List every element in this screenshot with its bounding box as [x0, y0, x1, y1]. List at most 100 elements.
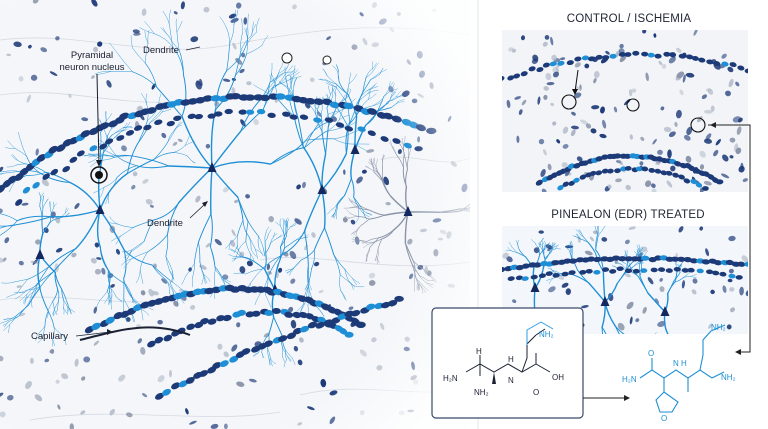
scattered-nucleus: [658, 60, 663, 66]
scattered-nucleus: [552, 71, 560, 78]
granule-cell-nucleus: [670, 256, 680, 262]
dendrite: [508, 242, 513, 248]
scattered-nucleus: [704, 109, 713, 114]
granule-cell-nucleus: [614, 168, 621, 174]
dendrite: [607, 364, 608, 369]
dendrite: [473, 201, 480, 206]
dendrite: [485, 199, 492, 203]
dendrite: [652, 345, 656, 348]
scattered-nucleus: [651, 183, 656, 188]
granule-cell-nucleus: [579, 269, 587, 275]
dendrite: [618, 355, 621, 364]
scattered-nucleus: [659, 286, 665, 292]
dendrite: [609, 345, 618, 353]
nucleus-marker-dot: [95, 171, 103, 179]
granule-cell-nucleus: [686, 54, 694, 60]
scattered-nucleus: [745, 290, 748, 297]
granule-cell-nucleus: [713, 260, 723, 266]
scattered-nucleus: [726, 324, 732, 330]
scattered-nucleus: [641, 246, 648, 253]
dendrite: [634, 251, 639, 256]
scattered-nucleus: [502, 252, 509, 259]
scattered-nucleus: [729, 155, 734, 159]
scattered-nucleus: [618, 159, 623, 166]
scattered-nucleus: [585, 123, 592, 129]
granule-cell-nucleus: [681, 268, 689, 273]
scattered-nucleus: [705, 88, 712, 92]
dendrite: [544, 251, 551, 261]
chem-n: N: [508, 376, 514, 385]
scattered-nucleus: [608, 293, 614, 302]
dendrite: [607, 357, 609, 365]
scattered-nucleus: [589, 236, 595, 242]
scattered-nucleus: [576, 156, 583, 162]
scattered-nucleus: [742, 178, 748, 183]
granule-cell-nucleus: [568, 270, 576, 275]
dendrite: [636, 244, 640, 253]
dendrite: [480, 200, 486, 201]
chem-r-o-ring: O: [661, 414, 667, 423]
dendrite: [642, 353, 645, 359]
dendrite: [644, 341, 653, 343]
granule-cell-nucleus: [690, 179, 697, 185]
dendrite: [544, 245, 549, 251]
granule-cell-nucleus: [632, 50, 640, 56]
scattered-nucleus: [705, 133, 712, 141]
scattered-nucleus: [728, 268, 734, 274]
granule-cell-nucleus: [648, 167, 656, 173]
granule-cell-nucleus: [687, 267, 695, 273]
dendrite: [632, 262, 639, 268]
vignette: [0, 0, 470, 429]
dendrite: [637, 249, 639, 256]
dendrite: [539, 245, 543, 251]
dendrite: [482, 213, 487, 215]
scattered-nucleus: [605, 50, 610, 55]
dendrite: [544, 242, 546, 247]
granule-cell-nucleus: [536, 67, 544, 73]
scattered-nucleus: [600, 106, 605, 114]
scattered-nucleus: [565, 288, 572, 295]
dendrite: [615, 354, 619, 363]
scattered-nucleus: [629, 316, 633, 325]
dendrite: [671, 365, 672, 371]
scattered-nucleus: [667, 149, 672, 159]
granule-cell-nucleus: [665, 268, 673, 273]
granule-cell-nucleus: [668, 52, 677, 58]
scattered-nucleus: [674, 121, 678, 127]
granule-cell-nucleus: [658, 267, 666, 272]
dendrite: [663, 359, 664, 367]
scattered-nucleus: [645, 72, 649, 82]
dendrite: [483, 212, 489, 214]
granule-cell-nucleus: [673, 266, 681, 272]
granule-cell-nucleus: [567, 163, 576, 169]
dendrite: [534, 242, 539, 249]
chem-o: O: [533, 388, 539, 397]
dendrite: [572, 274, 589, 284]
granule-cell-nucleus: [735, 275, 743, 280]
dendrite: [481, 201, 487, 202]
dendrite: [624, 359, 628, 362]
dendrite: [594, 226, 599, 236]
dendrite: [618, 353, 624, 359]
dendrite: [640, 246, 642, 253]
dendrite: [549, 248, 556, 253]
scattered-nucleus: [642, 306, 647, 314]
structure-bonds-accent: [526, 321, 554, 345]
scattered-nucleus: [584, 63, 590, 69]
scattered-nucleus: [735, 81, 740, 87]
dendrite: [471, 195, 475, 203]
dendrite: [595, 235, 599, 251]
granule-cell-nucleus: [611, 255, 621, 261]
granule-cell-nucleus: [586, 256, 596, 262]
chem-r-h2n: H₂N: [622, 375, 637, 384]
scattered-nucleus: [626, 301, 634, 310]
dendrite: [606, 345, 609, 357]
scattered-nucleus: [691, 289, 697, 295]
scattered-nucleus: [655, 162, 660, 166]
scattered-nucleus: [704, 138, 712, 144]
scattered-nucleus: [591, 105, 600, 110]
structure-box-frame: [431, 307, 584, 419]
granule-cell-nucleus: [632, 268, 640, 274]
dendrite: [537, 243, 541, 247]
dendrite: [517, 240, 519, 245]
